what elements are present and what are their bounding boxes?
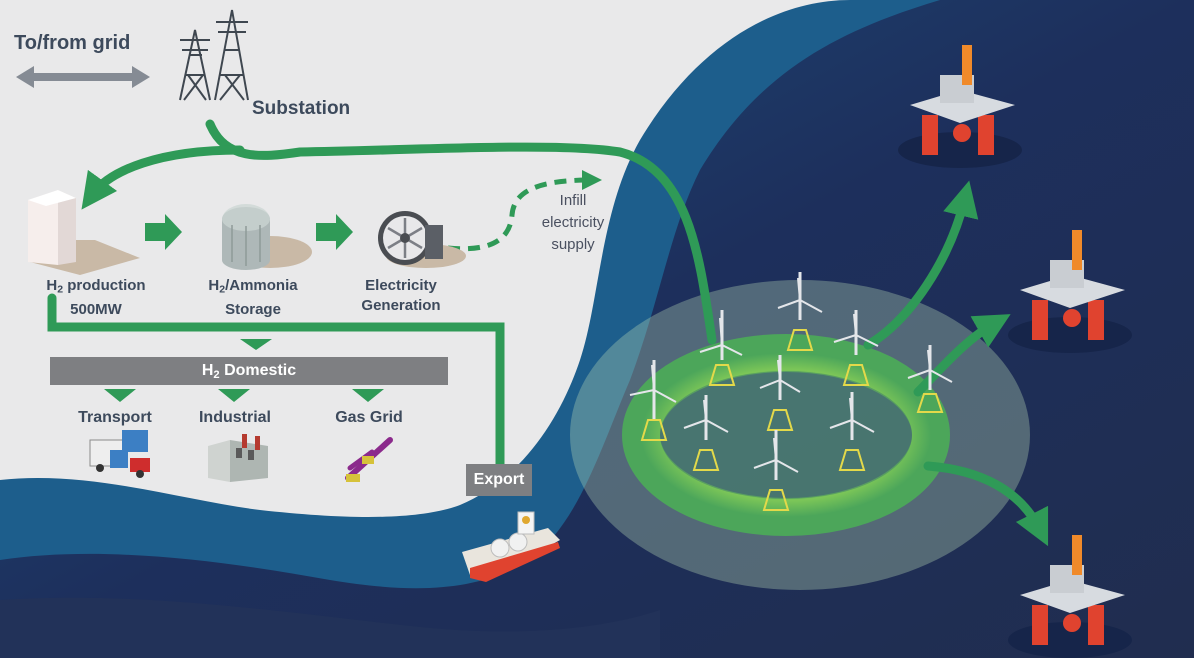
wind-turbine-icon xyxy=(833,310,879,386)
wind-farm-ring xyxy=(622,334,950,536)
offshore-platform-icon xyxy=(1008,230,1132,353)
h2-production-label: H2 production 500MW xyxy=(46,277,146,318)
h2-domestic-bar: H2 Domestic xyxy=(50,357,448,385)
flow-to-production xyxy=(81,145,245,210)
flow-to-platform-3 xyxy=(923,461,1049,547)
infill-label: Infill electricity supply xyxy=(541,192,605,253)
storage-label: H2/Ammonia Storage xyxy=(208,277,298,318)
generation-label: Electricity Generation xyxy=(361,277,441,314)
process-arrows xyxy=(104,214,384,402)
substation-label: Substation xyxy=(252,98,351,119)
grid-arrow-icon xyxy=(16,66,150,88)
wind-turbine-icon xyxy=(753,430,799,511)
h2-production-building-icon xyxy=(28,190,140,275)
offshore-platform-icon xyxy=(898,45,1022,168)
industrial-label: Industrial xyxy=(198,409,271,426)
flow-substation-to-production xyxy=(205,119,717,345)
wind-turbine-icon xyxy=(629,360,677,441)
transport-label: Transport xyxy=(78,409,152,426)
offshore-platform-icon xyxy=(1008,535,1132,658)
industrial-icon xyxy=(208,434,268,482)
ring-inner xyxy=(660,371,912,499)
pylon-icon xyxy=(179,9,249,101)
grid-label: To/from grid xyxy=(14,32,131,54)
wind-turbine-icon xyxy=(829,392,875,471)
sea-bottom-band xyxy=(0,597,660,658)
wind-turbine-icon xyxy=(699,310,743,386)
wind-turbine-icon xyxy=(759,355,801,431)
transport-icon xyxy=(89,430,150,478)
storage-tank-icon xyxy=(222,204,312,270)
infill-dashed-flow xyxy=(447,170,602,252)
wind-turbine-icon xyxy=(777,272,823,351)
flow-lines xyxy=(47,119,1049,547)
wind-turbines xyxy=(629,272,953,511)
wind-turbine-icon xyxy=(683,395,729,471)
export-ship-icon xyxy=(462,511,560,582)
turbine-generator-icon xyxy=(378,211,466,268)
flow-production-to-export xyxy=(47,293,505,470)
gas-grid-label: Gas Grid xyxy=(335,409,403,426)
wind-turbine-icon xyxy=(907,345,953,413)
gas-grid-icon xyxy=(345,437,393,482)
flow-to-platform-1 xyxy=(863,180,979,350)
flow-to-platform-2 xyxy=(913,314,1011,397)
export-label: Export xyxy=(466,464,532,496)
